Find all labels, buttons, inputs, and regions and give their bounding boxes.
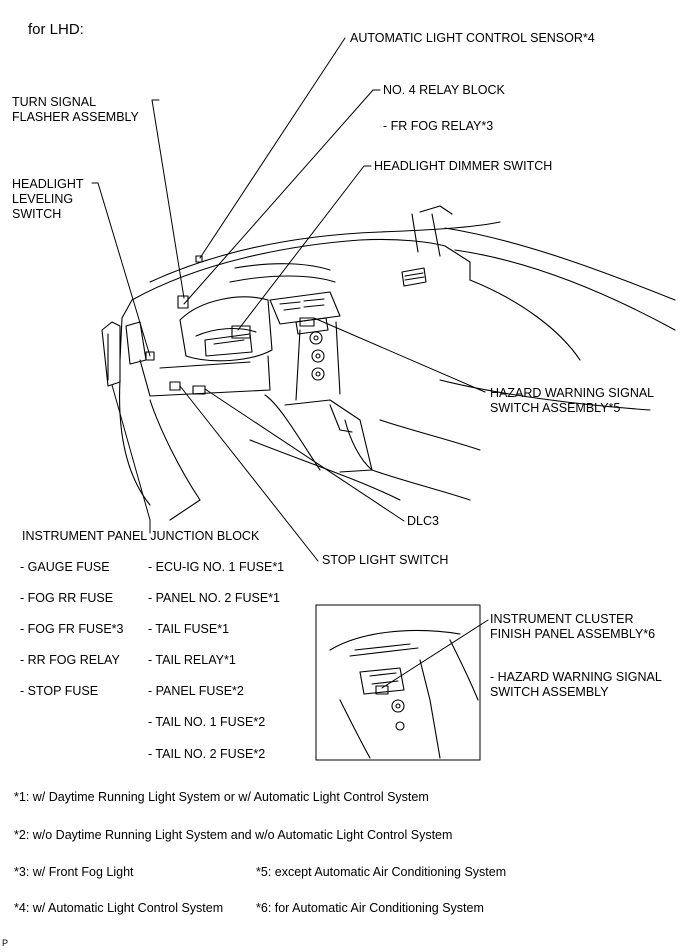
label-cluster-panel: INSTRUMENT CLUSTER FINISH PANEL ASSEMBLY… bbox=[490, 612, 656, 641]
footnote-2: *2: w/o Daytime Running Light System and… bbox=[14, 828, 453, 842]
junction-right-item: - TAIL FUSE*1 bbox=[148, 622, 230, 636]
inset-view bbox=[315, 604, 481, 761]
footnote-4: *4: w/ Automatic Light Control System bbox=[14, 901, 224, 915]
junction-right-item: - TAIL NO. 2 FUSE*2 bbox=[148, 747, 266, 761]
label-stop-light-switch: STOP LIGHT SWITCH bbox=[322, 553, 449, 567]
component-markers bbox=[177, 255, 315, 339]
leader-lines bbox=[91, 37, 489, 689]
junction-right-item: - TAIL NO. 1 FUSE*2 bbox=[148, 715, 266, 729]
junction-right-item: - ECU-IG NO. 1 FUSE*1 bbox=[148, 560, 285, 574]
junction-right-item: - PANEL NO. 2 FUSE*1 bbox=[148, 591, 280, 605]
label-hazard-switch: HAZARD WARNING SIGNAL SWITCH ASSEMBLY*5 bbox=[490, 386, 655, 415]
label-dimmer-switch: HEADLIGHT DIMMER SWITCH bbox=[374, 159, 553, 173]
label-dlc3: DLC3 bbox=[407, 514, 439, 528]
label-relay-block-sub: - FR FOG RELAY*3 bbox=[383, 119, 494, 133]
junction-left-item: - RR FOG RELAY bbox=[20, 653, 120, 667]
label-junction-block: INSTRUMENT PANEL JUNCTION BLOCK bbox=[22, 529, 260, 543]
junction-right-item: - TAIL RELAY*1 bbox=[148, 653, 236, 667]
footnote-5: *5: except Automatic Air Conditioning Sy… bbox=[256, 865, 507, 879]
footnote-1: *1: w/ Daytime Running Light System or w… bbox=[14, 790, 429, 804]
page-title: for LHD: bbox=[28, 21, 84, 38]
label-cluster-panel-sub: - HAZARD WARNING SIGNAL SWITCH ASSEMBLY bbox=[490, 670, 662, 699]
junction-left-item: - FOG RR FUSE bbox=[20, 591, 114, 605]
label-leveling-switch: HEADLIGHT LEVELING SWITCH bbox=[12, 177, 84, 221]
junction-left-item: - GAUGE FUSE bbox=[20, 560, 110, 574]
junction-right-item: - PANEL FUSE*2 bbox=[148, 684, 244, 698]
junction-left-item: - STOP FUSE bbox=[20, 684, 99, 698]
junction-left-item: - FOG FR FUSE*3 bbox=[20, 622, 124, 636]
label-turn-signal: TURN SIGNAL FLASHER ASSEMBLY bbox=[12, 95, 139, 124]
figure-code: P bbox=[2, 938, 9, 948]
label-relay-block: NO. 4 RELAY BLOCK bbox=[383, 83, 505, 97]
dashboard-outline bbox=[101, 205, 676, 521]
footnote-3: *3: w/ Front Fog Light bbox=[14, 865, 134, 879]
label-auto-light-sensor: AUTOMATIC LIGHT CONTROL SENSOR*4 bbox=[350, 31, 595, 45]
footnote-6: *6: for Automatic Air Conditioning Syste… bbox=[256, 901, 484, 915]
